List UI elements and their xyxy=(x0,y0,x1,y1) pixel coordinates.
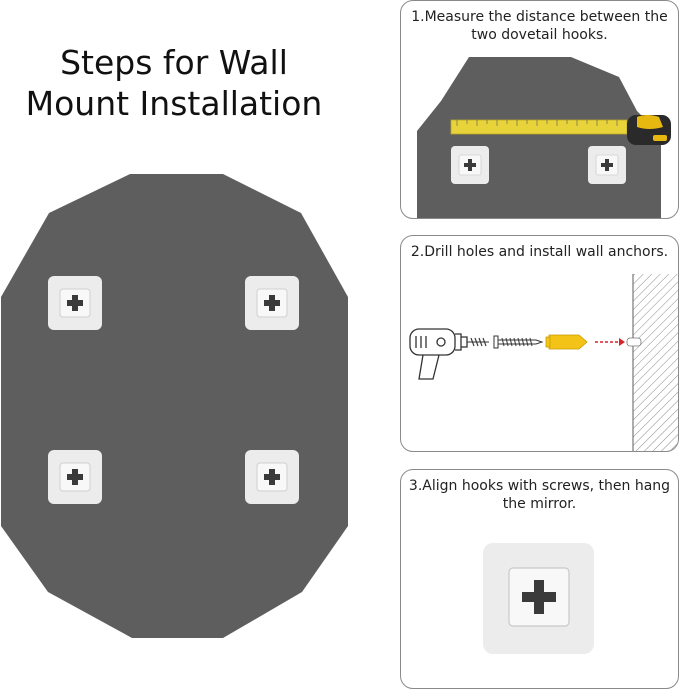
step-1-caption: 1.Measure the distance between the two d… xyxy=(411,9,668,43)
mirror-back xyxy=(1,174,348,638)
page-title: Steps for Wall Mount Installation xyxy=(0,42,348,124)
hook-bottom-right xyxy=(245,450,299,504)
screw-icon xyxy=(493,335,544,349)
cross-slot-icon xyxy=(522,580,556,614)
wall-icon xyxy=(626,274,678,451)
hook-bottom-left xyxy=(48,450,102,504)
drill-bit-icon xyxy=(467,337,489,347)
step-3-illustration xyxy=(483,543,594,654)
step-1-hook-right xyxy=(588,146,626,184)
mirror-illustration xyxy=(1,174,348,638)
step-2-illustration xyxy=(409,274,678,451)
mirror-top-partial xyxy=(417,57,661,218)
step-1-illustration xyxy=(417,57,671,218)
step-2-panel: 2.Drill holes and install wall anchors. xyxy=(400,235,679,452)
drill-icon xyxy=(409,328,468,380)
arrow-icon xyxy=(595,338,625,346)
step-1-hook-left xyxy=(451,146,489,184)
title-line-1: Steps for Wall xyxy=(60,43,288,82)
wall-anchor-icon xyxy=(545,334,588,350)
title-line-2: Mount Installation xyxy=(25,84,323,123)
hook-top-right xyxy=(245,276,299,330)
step-1-panel: 1.Measure the distance between the two d… xyxy=(400,0,679,219)
step-3-caption: 3.Align hooks with screws, then hang the… xyxy=(408,478,671,512)
tape-measure-icon xyxy=(450,115,671,145)
step-2-caption: 2.Drill holes and install wall anchors. xyxy=(410,244,669,260)
step-3-panel: 3.Align hooks with screws, then hang the… xyxy=(400,469,679,689)
hook-top-left xyxy=(48,276,102,330)
step-3-hook xyxy=(483,543,594,654)
